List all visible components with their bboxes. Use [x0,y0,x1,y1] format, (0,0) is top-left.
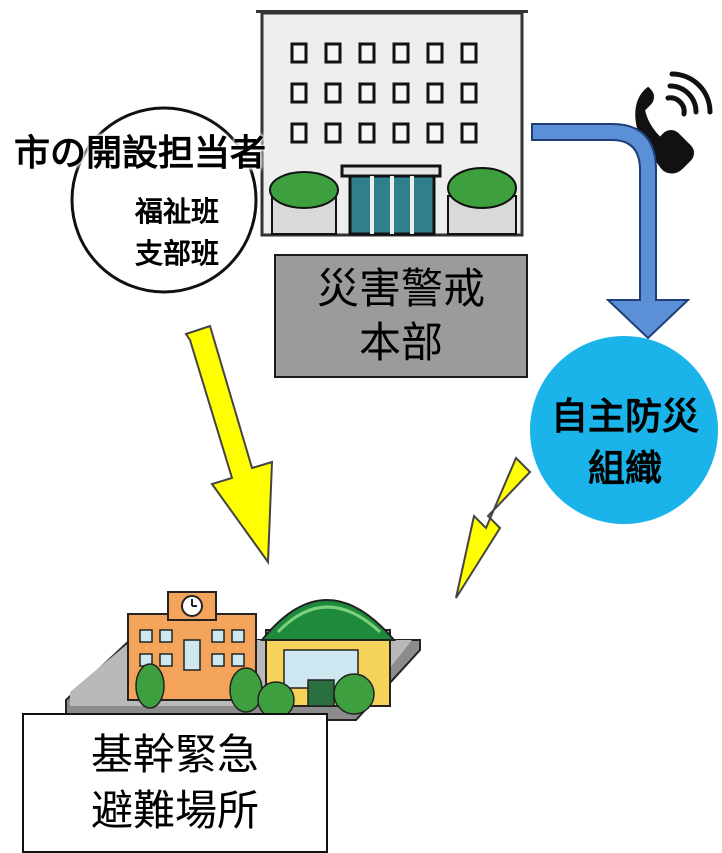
shelter-label-line2: 避難場所 [90,786,259,835]
shelter-label-line1: 基幹緊急 [90,730,259,779]
office-building-icon [256,10,528,237]
staff-unit-welfare: 福祉班 [134,195,219,228]
gymnasium-icon [257,599,397,719]
headquarters-label-line2: 本部 [358,318,443,367]
headquarters-label-line1: 災害警戒 [316,264,485,313]
staff-circle [70,106,258,294]
blue-arrow [531,123,691,340]
headquarters-box: 災害警戒 本部 [274,254,528,378]
shelter-box: 基幹緊急 避難場所 [22,713,328,853]
community-org-label-line2: 組織 [588,447,662,490]
staff-title: 市の開設担当者 [14,133,267,174]
yellow-arrow-staff-to-shelter [184,324,274,565]
community-org-circle [530,336,718,524]
staff-unit-branch: 支部班 [134,237,219,270]
yellow-arrow-org-to-shelter [455,456,532,599]
community-org-label-line1: 自主防災 [551,395,699,438]
